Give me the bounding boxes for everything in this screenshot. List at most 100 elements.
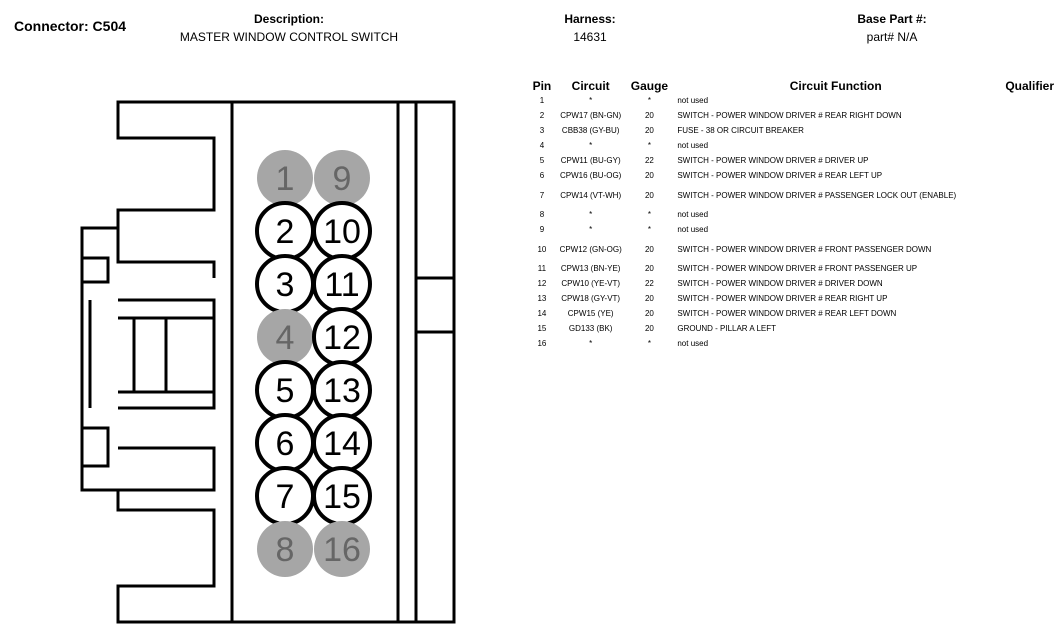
harness-label: Harness: xyxy=(564,12,616,26)
function-cell: not used xyxy=(677,141,709,150)
pin-label: 9 xyxy=(333,160,352,198)
pin-label: 14 xyxy=(323,425,361,463)
pin-label: 2 xyxy=(276,213,295,251)
pin-label: 12 xyxy=(323,319,361,357)
pin-label: 13 xyxy=(323,372,361,410)
harness-value: 14631 xyxy=(573,30,607,44)
connector-housing xyxy=(80,100,456,624)
pin-15: 15 xyxy=(312,466,372,526)
circuit-cell: CBB38 (GY-BU) xyxy=(561,126,620,135)
table-row: 6 CPW16 (BU-OG) 20 SWITCH - POWER WINDOW DR… xyxy=(528,168,1054,183)
pin-label: 4 xyxy=(276,319,295,357)
function-cell: not used xyxy=(677,339,709,348)
circuit-cell: * xyxy=(589,210,593,219)
function-cell: not used xyxy=(677,96,709,105)
pin-13: 13 xyxy=(312,360,372,420)
gauge-cell: 20 xyxy=(644,111,654,120)
pin-14: 14 xyxy=(312,413,372,473)
base-part-label: Base Part #: xyxy=(857,12,927,26)
qualifier-cell xyxy=(994,321,1054,336)
pin-label: 11 xyxy=(324,266,359,304)
function-cell: SWITCH - POWER WINDOW DRIVER # DRIVER DO… xyxy=(677,279,883,288)
pin-cell: 2 xyxy=(539,111,545,120)
table-row: 3 CBB38 (GY-BU) 20 FUSE - 38 OR CIRCUIT BRE… xyxy=(528,123,1054,138)
gauge-cell: 20 xyxy=(644,171,654,180)
pin-cell: 9 xyxy=(539,225,545,234)
pin-cell: 14 xyxy=(537,309,547,318)
qualifier-cell xyxy=(994,138,1054,153)
pin-label: 10 xyxy=(323,213,361,251)
connector-title: Connector: C504 xyxy=(14,18,127,34)
table-row: 1**not used xyxy=(528,93,1054,108)
function-cell: SWITCH - POWER WINDOW DRIVER # REAR RIGH… xyxy=(677,294,888,303)
circuit-cell: CPW16 (BU-OG) xyxy=(560,171,622,180)
pin-cell: 6 xyxy=(539,171,545,180)
pin-cell: 4 xyxy=(539,141,545,150)
gauge-cell: 20 xyxy=(644,324,654,333)
description-value: MASTER WINDOW CONTROL SWITCH xyxy=(179,30,399,44)
circuit-cell: * xyxy=(589,141,593,150)
col-header-qualifier: Qualifier xyxy=(1005,79,1054,93)
pin-cell: 1 xyxy=(539,96,545,105)
function-cell: SWITCH - POWER WINDOW DRIVER # REAR RIGH… xyxy=(677,111,902,120)
col-header-function: Circuit Function xyxy=(789,79,882,93)
pin-cell: 16 xyxy=(537,339,547,348)
description-label: Description: xyxy=(253,12,324,26)
pin-cell: 12 xyxy=(537,279,547,288)
pin-12: 12 xyxy=(312,307,372,367)
circuit-cell: CPW13 (BN-YE) xyxy=(560,264,621,273)
qualifier-cell xyxy=(994,153,1054,168)
pin-cell: 3 xyxy=(539,126,545,135)
function-cell: GROUND - PILLAR A LEFT xyxy=(677,324,777,333)
pin-3: 3 xyxy=(255,254,315,314)
gauge-cell: 20 xyxy=(644,126,654,135)
pin-2: 2 xyxy=(255,201,315,261)
gauge-cell: 22 xyxy=(644,279,654,288)
pin-4: 4 xyxy=(257,309,313,365)
gauge-cell: 20 xyxy=(644,294,654,303)
circuit-cell: CPW12 (GN-OG) xyxy=(559,244,622,254)
pin-label: 8 xyxy=(276,531,295,569)
pin-cell: 13 xyxy=(537,294,547,303)
function-cell: SWITCH - POWER WINDOW DRIVER # FRONT PAS… xyxy=(677,264,918,273)
table-row: 8**not used xyxy=(528,207,1054,222)
pin-label: 3 xyxy=(276,266,295,304)
table-row: 10 CPW12 (GN-OG) 20 SWITCH - POWER WINDOW D… xyxy=(528,237,1054,261)
pin-cell: 10 xyxy=(537,244,547,254)
gauge-cell: 20 xyxy=(644,244,654,254)
pin-11: 11 xyxy=(312,254,372,314)
pin-cell: 15 xyxy=(537,324,547,333)
pin-label: 5 xyxy=(276,372,295,410)
function-cell: SWITCH - POWER WINDOW DRIVER # FRONT PAS… xyxy=(677,244,932,254)
qualifier-cell xyxy=(994,261,1054,276)
qualifier-cell xyxy=(994,222,1054,237)
pin-cell: 11 xyxy=(537,264,547,273)
pin-7: 7 xyxy=(255,466,315,526)
gauge-cell: 20 xyxy=(644,309,654,318)
pin-6: 6 xyxy=(255,413,315,473)
gauge-cell: * xyxy=(647,141,651,150)
table-row: 13 CPW18 (GY-VT) 20 SWITCH - POWER WINDOW D… xyxy=(528,291,1054,306)
pin-cell: 7 xyxy=(539,190,545,200)
function-cell: FUSE - 38 OR CIRCUIT BREAKER xyxy=(677,126,804,135)
pin-cell: 8 xyxy=(539,210,545,219)
function-cell: SWITCH - POWER WINDOW DRIVER # REAR LEFT… xyxy=(677,171,883,180)
pin-cell: 5 xyxy=(539,156,545,165)
col-header-circuit: Circuit xyxy=(571,79,610,93)
qualifier-cell xyxy=(994,306,1054,321)
pin-label: 16 xyxy=(323,531,361,569)
circuit-cell: CPW17 (BN-GN) xyxy=(560,111,622,120)
function-cell: not used xyxy=(677,225,709,234)
qualifier-cell xyxy=(994,183,1054,207)
base-part-block: Base Part #: part# N/A xyxy=(820,12,964,44)
gauge-cell: * xyxy=(647,210,651,219)
circuit-cell: CPW14 (VT-WH) xyxy=(560,190,622,200)
pin-9: 9 xyxy=(314,150,370,206)
circuit-cell: CPW18 (GY-VT) xyxy=(561,294,621,303)
circuit-cell: GD133 (BK) xyxy=(568,324,613,333)
pin-circle xyxy=(314,150,370,206)
table-row: 15 GD133 (BK) 20 GROUND - PILLAR A LEFT xyxy=(528,321,1054,336)
